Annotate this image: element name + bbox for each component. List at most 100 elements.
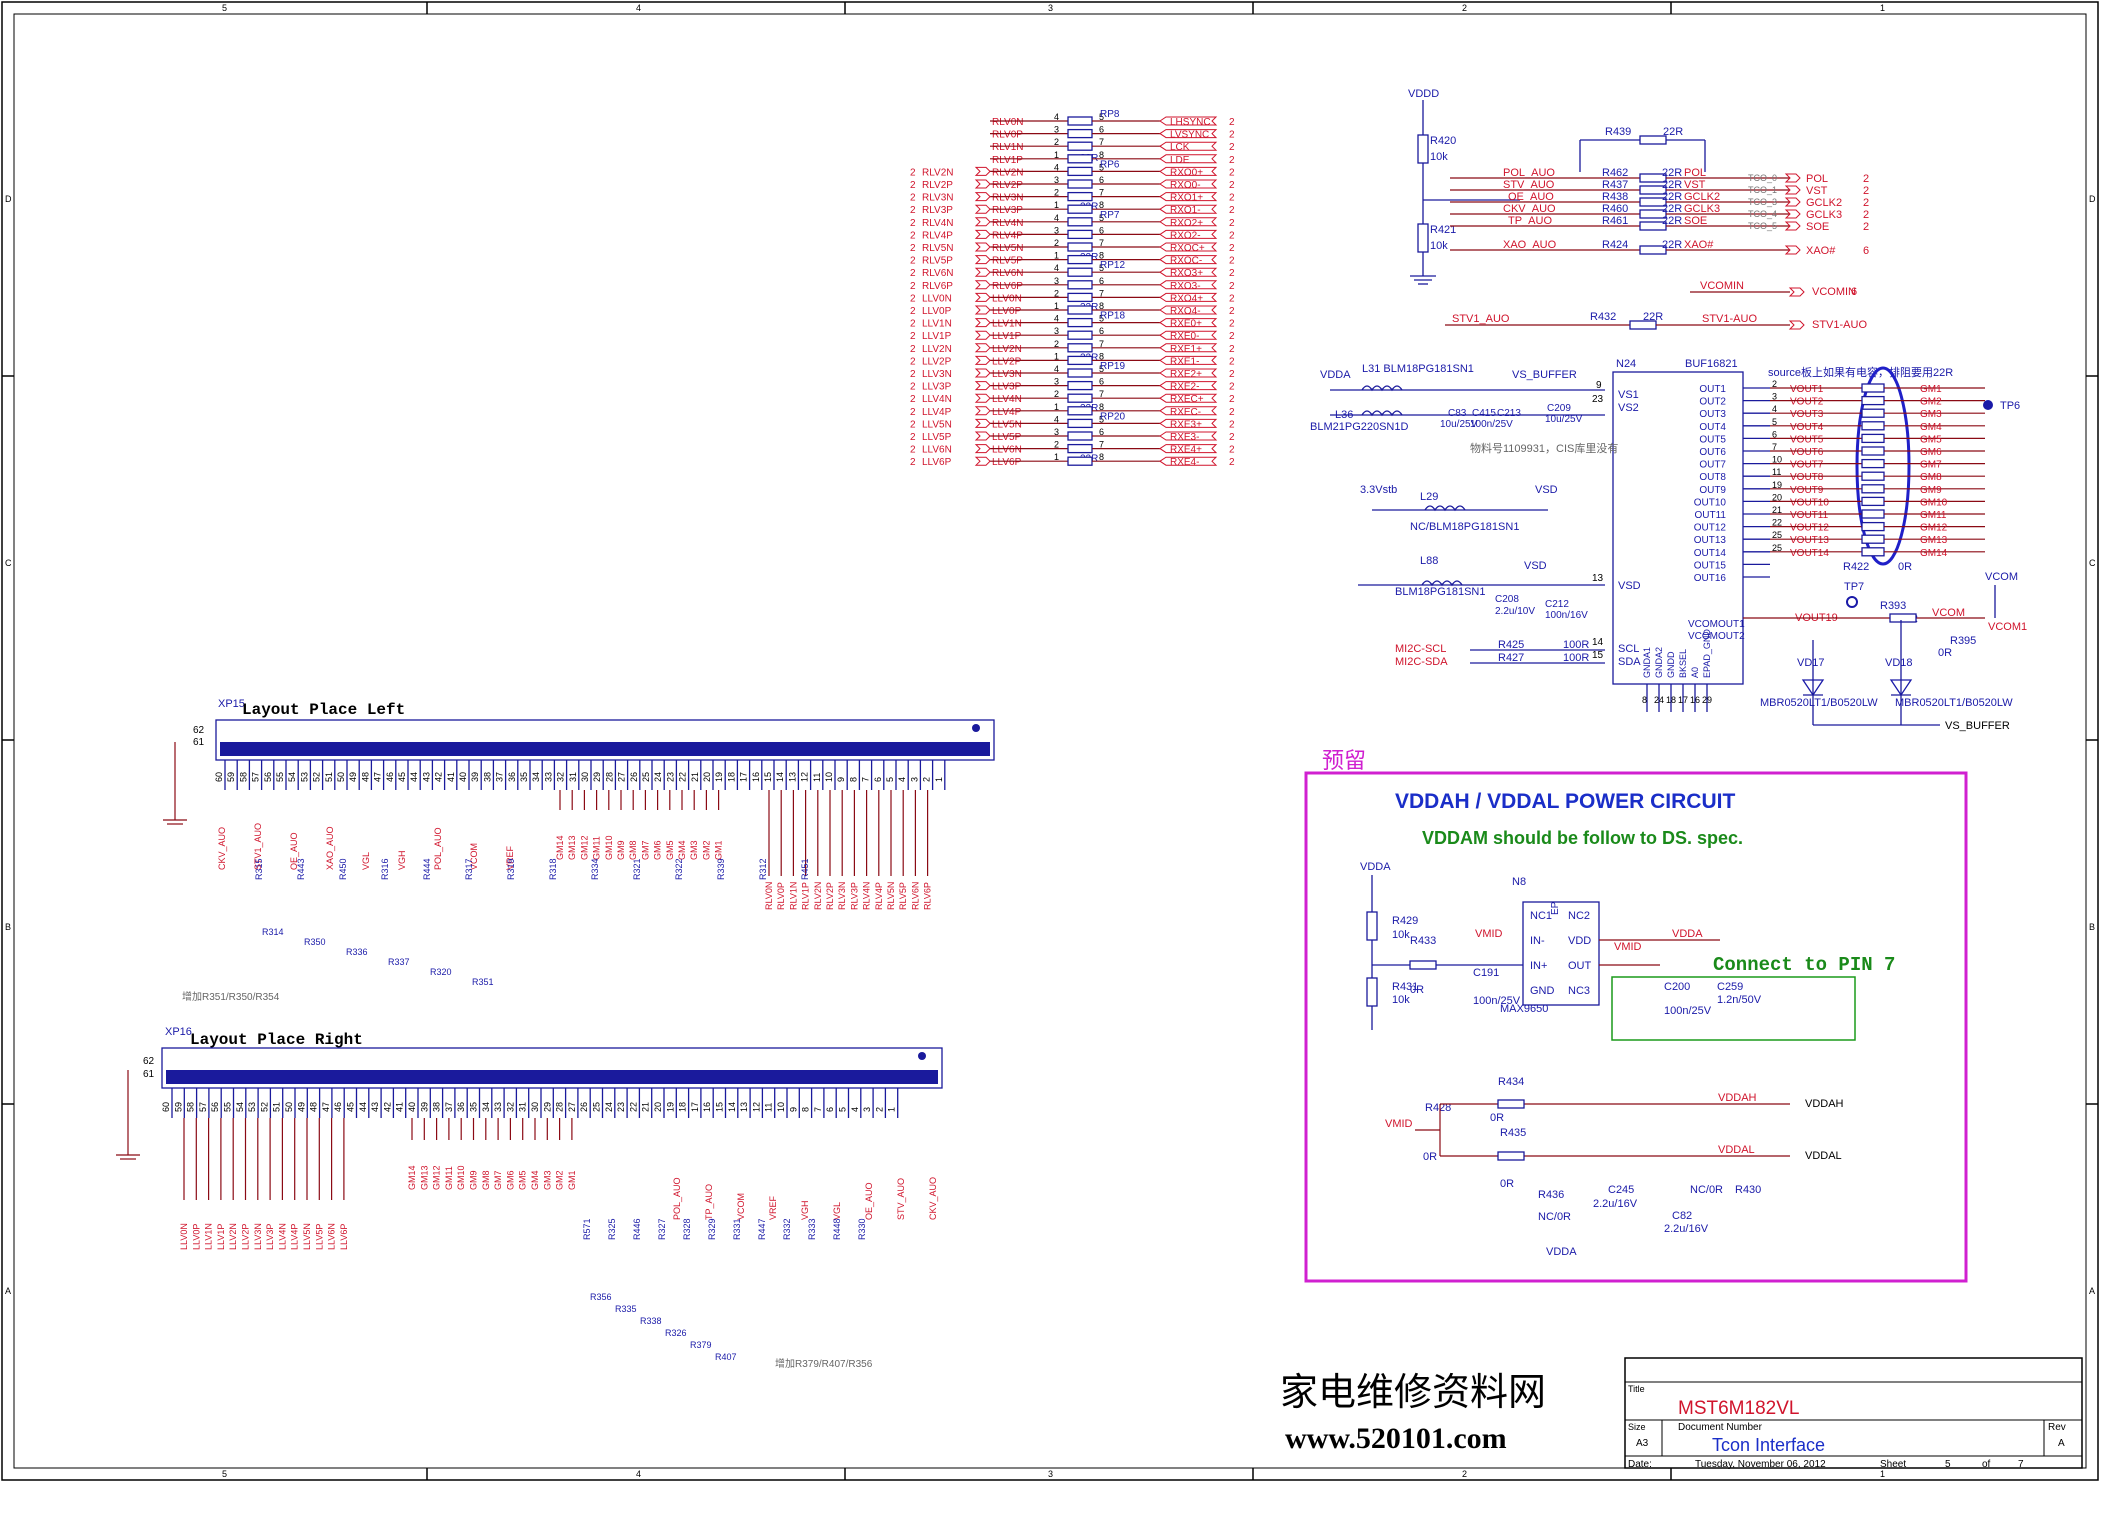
conn-pin-num: 10 — [776, 1102, 786, 1112]
connect-note: Connect to PIN 7 — [1713, 954, 1895, 976]
sda-label: MI2C-SDA — [1395, 656, 1448, 668]
conn-pin-num: 30 — [580, 772, 590, 782]
c200-value: 100n/25V — [1664, 1005, 1712, 1017]
conn-pin-num: 50 — [284, 1102, 294, 1112]
connector-right: XP16 Layout Place Right 62 61 增加R379/R40… — [143, 1026, 943, 1370]
xp16-lvds-net: LLV6N — [327, 1223, 337, 1250]
rp-pin: 2 — [1054, 440, 1059, 450]
buf-pin-num: 25 — [1772, 543, 1782, 553]
rp-pin: 4 — [1054, 112, 1059, 122]
rp-sheet-ref: 2 — [1229, 205, 1235, 216]
rp-right-net: RXE2+ — [1170, 369, 1202, 380]
buf-pin-num: 20 — [1772, 492, 1782, 502]
xp15-gm-net: GM13 — [567, 835, 577, 860]
rp-left-net: LLV4N — [992, 394, 1022, 405]
rp-left-port: LLV5P — [922, 432, 952, 443]
xp15-label: XP15 — [218, 698, 245, 710]
conn-pin-num: 56 — [210, 1102, 220, 1112]
vmid-in-label: VMID — [1475, 928, 1503, 940]
xp16-ref: R328 — [682, 1218, 692, 1240]
xp15-lvds-net: RLV0N — [764, 882, 774, 910]
rp-left-net: RLV1P — [992, 155, 1023, 166]
conn-pin-num: 51 — [324, 772, 334, 782]
rp-left-net: LLV2N — [992, 344, 1022, 355]
rp-ref: RP18 — [1100, 311, 1125, 322]
vcom1-label: VCOM1 — [1988, 621, 2027, 633]
rp-right-net: LDE — [1170, 155, 1190, 166]
col-label: 1 — [1880, 1469, 1885, 1479]
rp-ref: RP12 — [1100, 260, 1125, 271]
rp-sheet-ref: 2 — [1229, 268, 1235, 279]
buf-bottom-pin: GNDA2 — [1654, 647, 1664, 678]
xp15-gm-net: GM11 — [592, 836, 602, 860]
xp15-lvds-net: RLV2N — [813, 882, 823, 910]
rp-pin: 4 — [1054, 162, 1059, 172]
col-label: 2 — [1462, 3, 1467, 13]
tcon-out-net: POL — [1806, 173, 1828, 185]
c245-label: C245 — [1608, 1184, 1634, 1196]
rp-left-net: RLV6P — [992, 281, 1023, 292]
pin-61: 61 — [143, 1069, 155, 1080]
conn-pin-num: 38 — [482, 772, 492, 782]
rp-pin: 6 — [1099, 276, 1104, 286]
rp-right-net: RXO3- — [1170, 281, 1201, 292]
buf-bottom-num: 18 — [1666, 695, 1676, 705]
c259-value: 1.2n/50V — [1717, 994, 1762, 1006]
gm-net: GM11 — [1920, 510, 1947, 521]
vout-net: VOUT3 — [1790, 409, 1824, 420]
buf-pin-num: 11 — [1772, 467, 1781, 477]
buf-bottom-pin: GNDA1 — [1642, 647, 1652, 678]
buf-bottom-pin: A0 — [1690, 667, 1700, 678]
rp-left-sheet: 2 — [910, 457, 916, 468]
vd18-part: MBR0520LT1/B0520LW — [1895, 697, 2013, 709]
tcon-mid-net: SOE — [1684, 215, 1707, 227]
rp-right-net: RXO0- — [1170, 180, 1201, 191]
vcomin-sheet: 6 — [1851, 286, 1857, 298]
rp-right-net: LVSYNC — [1170, 130, 1209, 141]
title-block: Title MST6M182VL Size A3 Document Number… — [1624, 1357, 2083, 1470]
rp-right-net: RXEC- — [1170, 407, 1201, 418]
xp16-title: Layout Place Right — [190, 1031, 363, 1049]
conn-pin-num: 36 — [456, 1102, 466, 1112]
xp16-gm-net: GM11 — [444, 1166, 454, 1190]
buf-pin-num: 6 — [1772, 429, 1777, 439]
xp15-gm-net: GM10 — [604, 835, 614, 860]
rp-left-port: LLV5N — [922, 419, 952, 430]
conn-pin-num: 55 — [275, 772, 285, 782]
xp16-lvds-net: LLV0P — [191, 1224, 201, 1250]
cap-value: 10u/25V — [1440, 419, 1478, 430]
rp-pin: 4 — [1054, 213, 1059, 223]
conn-pin-num: 35 — [519, 772, 529, 782]
buf-out-pin: OUT8 — [1699, 472, 1726, 483]
xp16-lvds-net: LLV1N — [204, 1223, 214, 1250]
xp15-lvds-net: RLV3P — [849, 882, 859, 910]
l88-part: BLM18PG181SN1 — [1395, 586, 1486, 598]
ic-pin: IN- — [1530, 935, 1545, 947]
rp-sheet-ref: 2 — [1229, 457, 1235, 468]
r429-value: 10k — [1392, 929, 1410, 941]
conn-pin-num: 7 — [861, 777, 871, 782]
rp-sheet-ref: 2 — [1229, 407, 1235, 418]
reserved-label: 预留 — [1322, 748, 1366, 773]
ic-pin: GND — [1530, 985, 1555, 997]
vdda-label: VDDA — [1360, 861, 1391, 873]
xp16-gm-net: GM12 — [432, 1165, 442, 1190]
tcon-value: 22R — [1662, 167, 1682, 179]
title-value: MST6M182VL — [1678, 1398, 1799, 1419]
xp16-ref: R330 — [857, 1218, 867, 1240]
rp-sheet-ref: 2 — [1229, 142, 1235, 153]
xp16-ctrl-net: VREF — [768, 1195, 778, 1220]
rp-right-net: RXE4- — [1170, 457, 1199, 468]
vout-net: VOUT7 — [1790, 460, 1824, 471]
rp-left-sheet: 2 — [910, 356, 916, 367]
resistor-network-block: RLV0N45LHSYNC2RP822RRLV0P36LVSYNC2RLV1N2… — [910, 109, 1235, 468]
rp-pin: 7 — [1099, 440, 1104, 450]
l29-part: NC/BLM18PG181SN1 — [1410, 521, 1519, 533]
rp-pin: 3 — [1054, 175, 1059, 185]
watermark-url: www.520101.com — [1285, 1422, 1507, 1455]
rp-pin: 8 — [1099, 402, 1104, 412]
col-label: 5 — [222, 3, 227, 13]
r422-value: 0R — [1898, 561, 1912, 573]
vcomout2-label: VCOMOUT2 — [1688, 631, 1745, 642]
